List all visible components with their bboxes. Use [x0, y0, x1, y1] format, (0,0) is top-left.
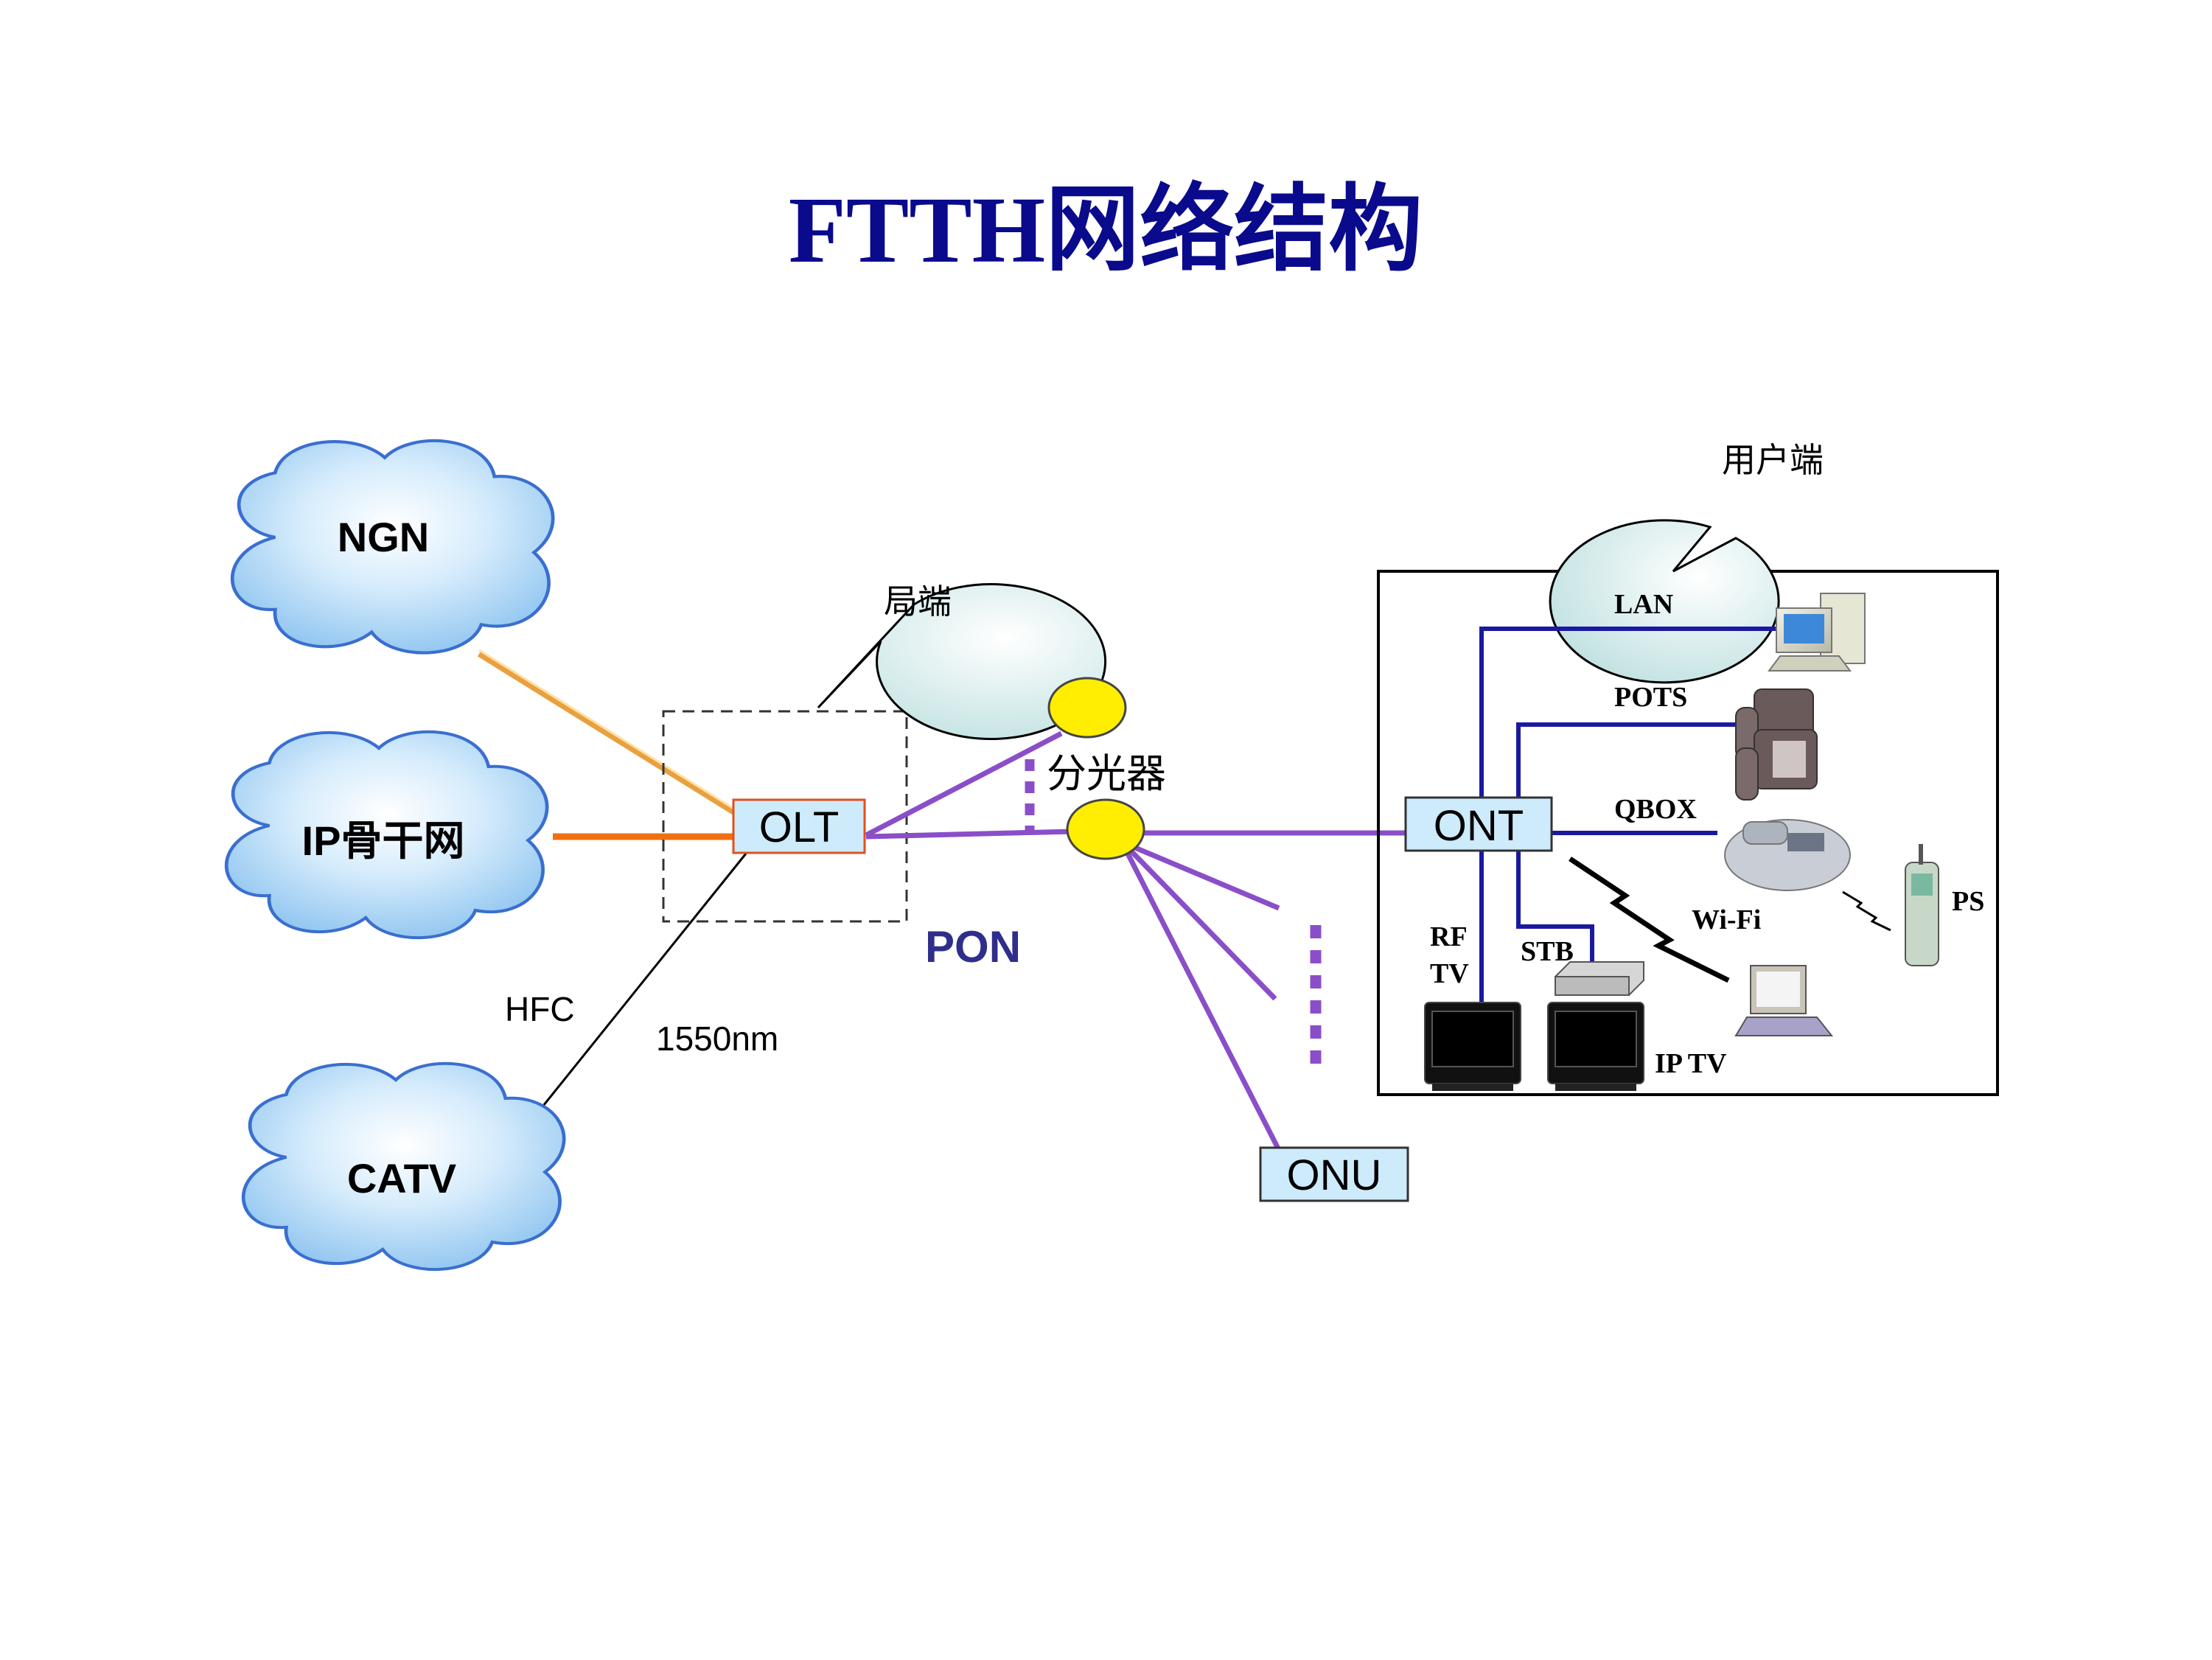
wifi-label: Wi-Fi — [1692, 904, 1761, 935]
ps-label: PS — [1952, 886, 1984, 917]
cloud-ngn-label: NGN — [338, 514, 429, 560]
rf-tv-label-2: TV — [1430, 958, 1469, 989]
qbox-phone-icon — [1724, 819, 1851, 891]
pon-label: PON — [925, 922, 1021, 972]
onu-label: ONU — [1287, 1151, 1382, 1199]
stb-device-icon — [1555, 961, 1644, 996]
ip-tv-label: IP TV — [1655, 1048, 1727, 1079]
ip-tv-icon — [1547, 1002, 1644, 1091]
ngn-link — [477, 651, 748, 823]
pon-line-main — [865, 829, 1073, 840]
stb-label: STB — [1521, 936, 1574, 967]
cloud-ip-label: IP骨干网 — [302, 817, 465, 864]
ont-box — [1404, 796, 1553, 852]
splitter-upper — [1047, 677, 1127, 739]
splitter-main — [1066, 798, 1145, 860]
qbox-label: QBOX — [1614, 794, 1697, 825]
stb-line — [1516, 849, 1594, 962]
desktop-pc-icon — [1768, 593, 1866, 672]
onu-box — [1259, 1146, 1409, 1202]
hfc-label: HFC — [505, 990, 575, 1028]
user-bubble-label: 用户端 — [1722, 440, 1824, 480]
ps-signal-icon — [1842, 890, 1891, 932]
wavelength-label: 1550nm — [656, 1019, 778, 1058]
pon-line-upper — [865, 730, 1063, 838]
central-bubble-label: 局端 — [884, 582, 952, 621]
olt-box — [732, 798, 866, 854]
pon-line-branch-1 — [1134, 845, 1280, 911]
rf-tv-label-1: RF — [1430, 921, 1468, 952]
pots-label: POTS — [1614, 682, 1687, 713]
pon-line-branch-onu — [1125, 852, 1282, 1151]
rf-tv-icon — [1424, 1002, 1521, 1091]
pots-line — [1516, 722, 1776, 807]
pots-phone-icon — [1735, 688, 1818, 801]
ps-handset-icon — [1905, 844, 1939, 966]
laptop-icon — [1734, 965, 1834, 1036]
pon-line-branch-2 — [1129, 849, 1277, 1001]
cloud-catv-label: CATV — [347, 1155, 456, 1202]
ngn-link-highlight — [478, 649, 745, 817]
olt-label: OLT — [759, 803, 840, 851]
ont-label: ONT — [1434, 802, 1524, 850]
page-title: FTTH网络结构 — [789, 178, 1423, 282]
lan-line — [1479, 627, 1776, 807]
lan-label: LAN — [1614, 589, 1673, 620]
splitter-label: 分光器 — [1047, 750, 1166, 797]
catv-link — [533, 853, 747, 1117]
wifi-lightning-icon — [1569, 857, 1730, 983]
